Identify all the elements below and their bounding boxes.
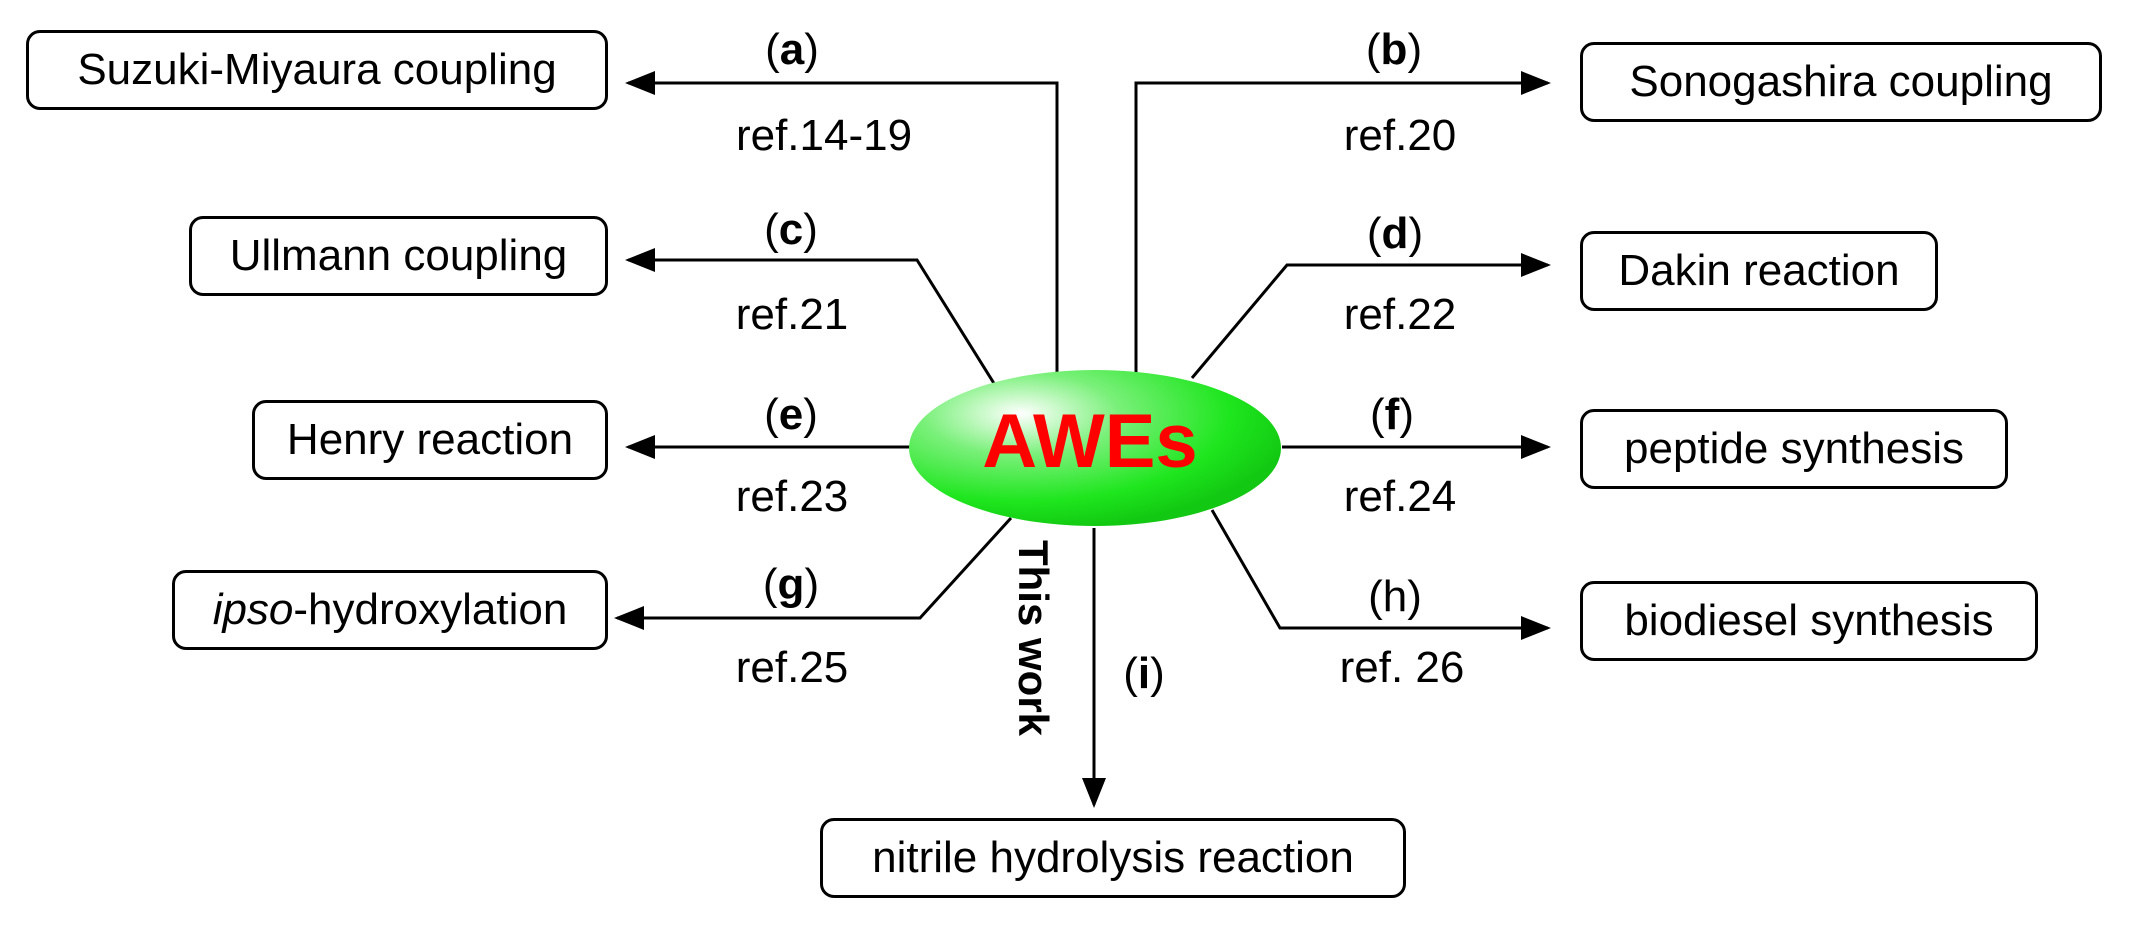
letter-c: (c) bbox=[764, 205, 818, 254]
box-i-text: nitrile hydrolysis reaction bbox=[872, 833, 1354, 882]
this-work-label: This work bbox=[1010, 540, 1057, 737]
letter-h: (h) bbox=[1368, 572, 1422, 621]
letter-a: (a) bbox=[765, 25, 819, 74]
arrow-c bbox=[625, 248, 997, 386]
box-e-text: Henry reaction bbox=[286, 415, 574, 464]
arrow-g bbox=[614, 516, 1013, 630]
box-h-text: biodiesel synthesis bbox=[1624, 596, 1994, 645]
ref-g: ref.25 bbox=[735, 643, 849, 692]
box-c: Ullmann coupling bbox=[189, 216, 608, 296]
box-h: biodiesel synthesis bbox=[1580, 581, 2038, 661]
box-a: Suzuki-Miyaura coupling bbox=[26, 30, 608, 110]
box-b: Sonogashira coupling bbox=[1580, 42, 2102, 122]
box-a-text: Suzuki-Miyaura coupling bbox=[77, 45, 557, 94]
ref-f: ref.24 bbox=[1343, 472, 1457, 521]
box-i: nitrile hydrolysis reaction bbox=[820, 818, 1406, 898]
letter-i: (i) bbox=[1123, 649, 1165, 698]
letter-f: (f) bbox=[1370, 390, 1414, 439]
ref-c: ref.21 bbox=[735, 290, 849, 339]
ref-h: ref. 26 bbox=[1339, 643, 1465, 692]
arrow-b bbox=[1134, 71, 1551, 378]
center-label: AWEs bbox=[982, 399, 1198, 484]
letter-e: (e) bbox=[764, 390, 818, 439]
box-e: Henry reaction bbox=[252, 400, 608, 480]
arrow-d bbox=[1190, 253, 1551, 379]
box-c-text: Ullmann coupling bbox=[229, 231, 568, 280]
box-b-text: Sonogashira coupling bbox=[1629, 57, 2053, 106]
ref-d: ref.22 bbox=[1343, 290, 1457, 339]
letter-g: (g) bbox=[762, 560, 820, 609]
box-g-rest: -hydroxylation bbox=[293, 585, 568, 634]
letter-b: (b) bbox=[1365, 25, 1423, 74]
box-d: Dakin reaction bbox=[1580, 231, 1938, 311]
box-g-text: ipso-hydroxylation bbox=[213, 585, 568, 635]
box-f-text: peptide synthesis bbox=[1624, 424, 1964, 473]
center-node bbox=[909, 370, 1281, 526]
box-g: ipso-hydroxylation bbox=[172, 570, 608, 650]
arrow-a bbox=[625, 71, 1059, 378]
box-f: peptide synthesis bbox=[1580, 409, 2008, 489]
letter-d: (d) bbox=[1366, 209, 1424, 258]
arrow-h bbox=[1210, 509, 1551, 640]
box-g-italic: ipso bbox=[212, 585, 294, 634]
ref-a: ref.14-19 bbox=[735, 111, 913, 160]
box-d-text: Dakin reaction bbox=[1618, 246, 1900, 295]
ref-e: ref.23 bbox=[735, 472, 849, 521]
ref-b: ref.20 bbox=[1343, 111, 1457, 160]
